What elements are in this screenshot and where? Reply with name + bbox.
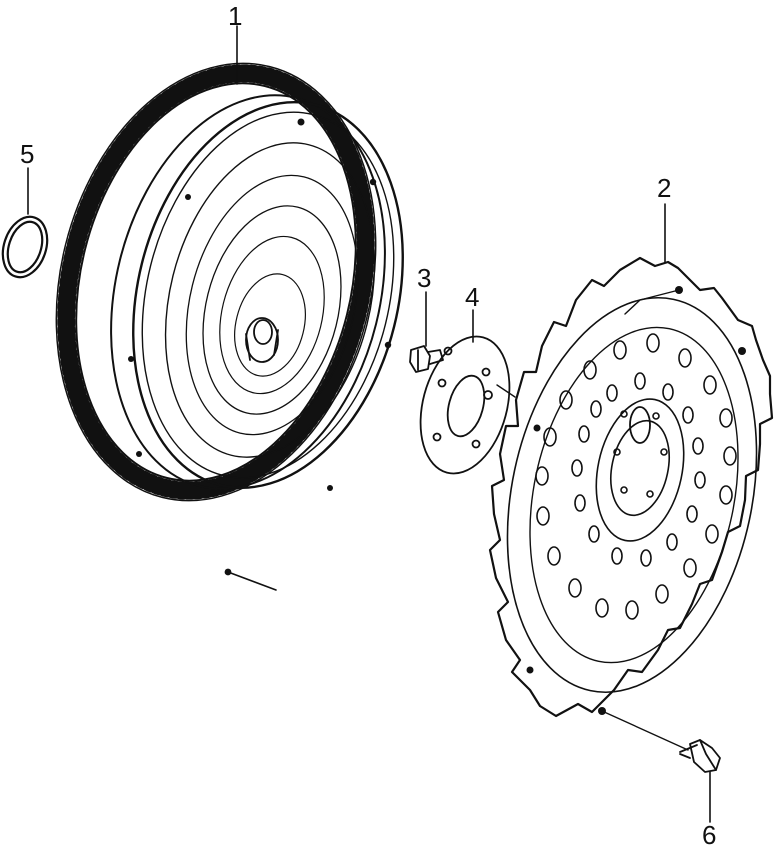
bolt-6 (679, 739, 721, 773)
drive-plate-rim (488, 256, 774, 718)
drive-plate-2 (488, 256, 774, 718)
leader-line-4b (496, 384, 516, 398)
bolt-3 (409, 345, 444, 373)
leader-line-mount (227, 571, 277, 591)
o-ring (1, 215, 49, 279)
callout-part-2: 2 (657, 173, 672, 203)
leader-line-6b (601, 710, 689, 751)
washer-plate-4 (419, 335, 511, 475)
callout-part-5: 5 (20, 139, 35, 169)
callout-part-6: 6 (702, 820, 717, 850)
drive-plate-holes (535, 333, 737, 620)
flange-mounting-holes (128, 118, 392, 576)
callout-part-3: 3 (417, 263, 432, 293)
leader-line-2b (624, 289, 680, 315)
callout-part-4: 4 (465, 282, 480, 312)
torque-converter (55, 62, 404, 576)
ring-gear-teeth (57, 64, 375, 500)
converter-hub (245, 317, 279, 363)
callout-part-1: 1 (228, 1, 243, 31)
